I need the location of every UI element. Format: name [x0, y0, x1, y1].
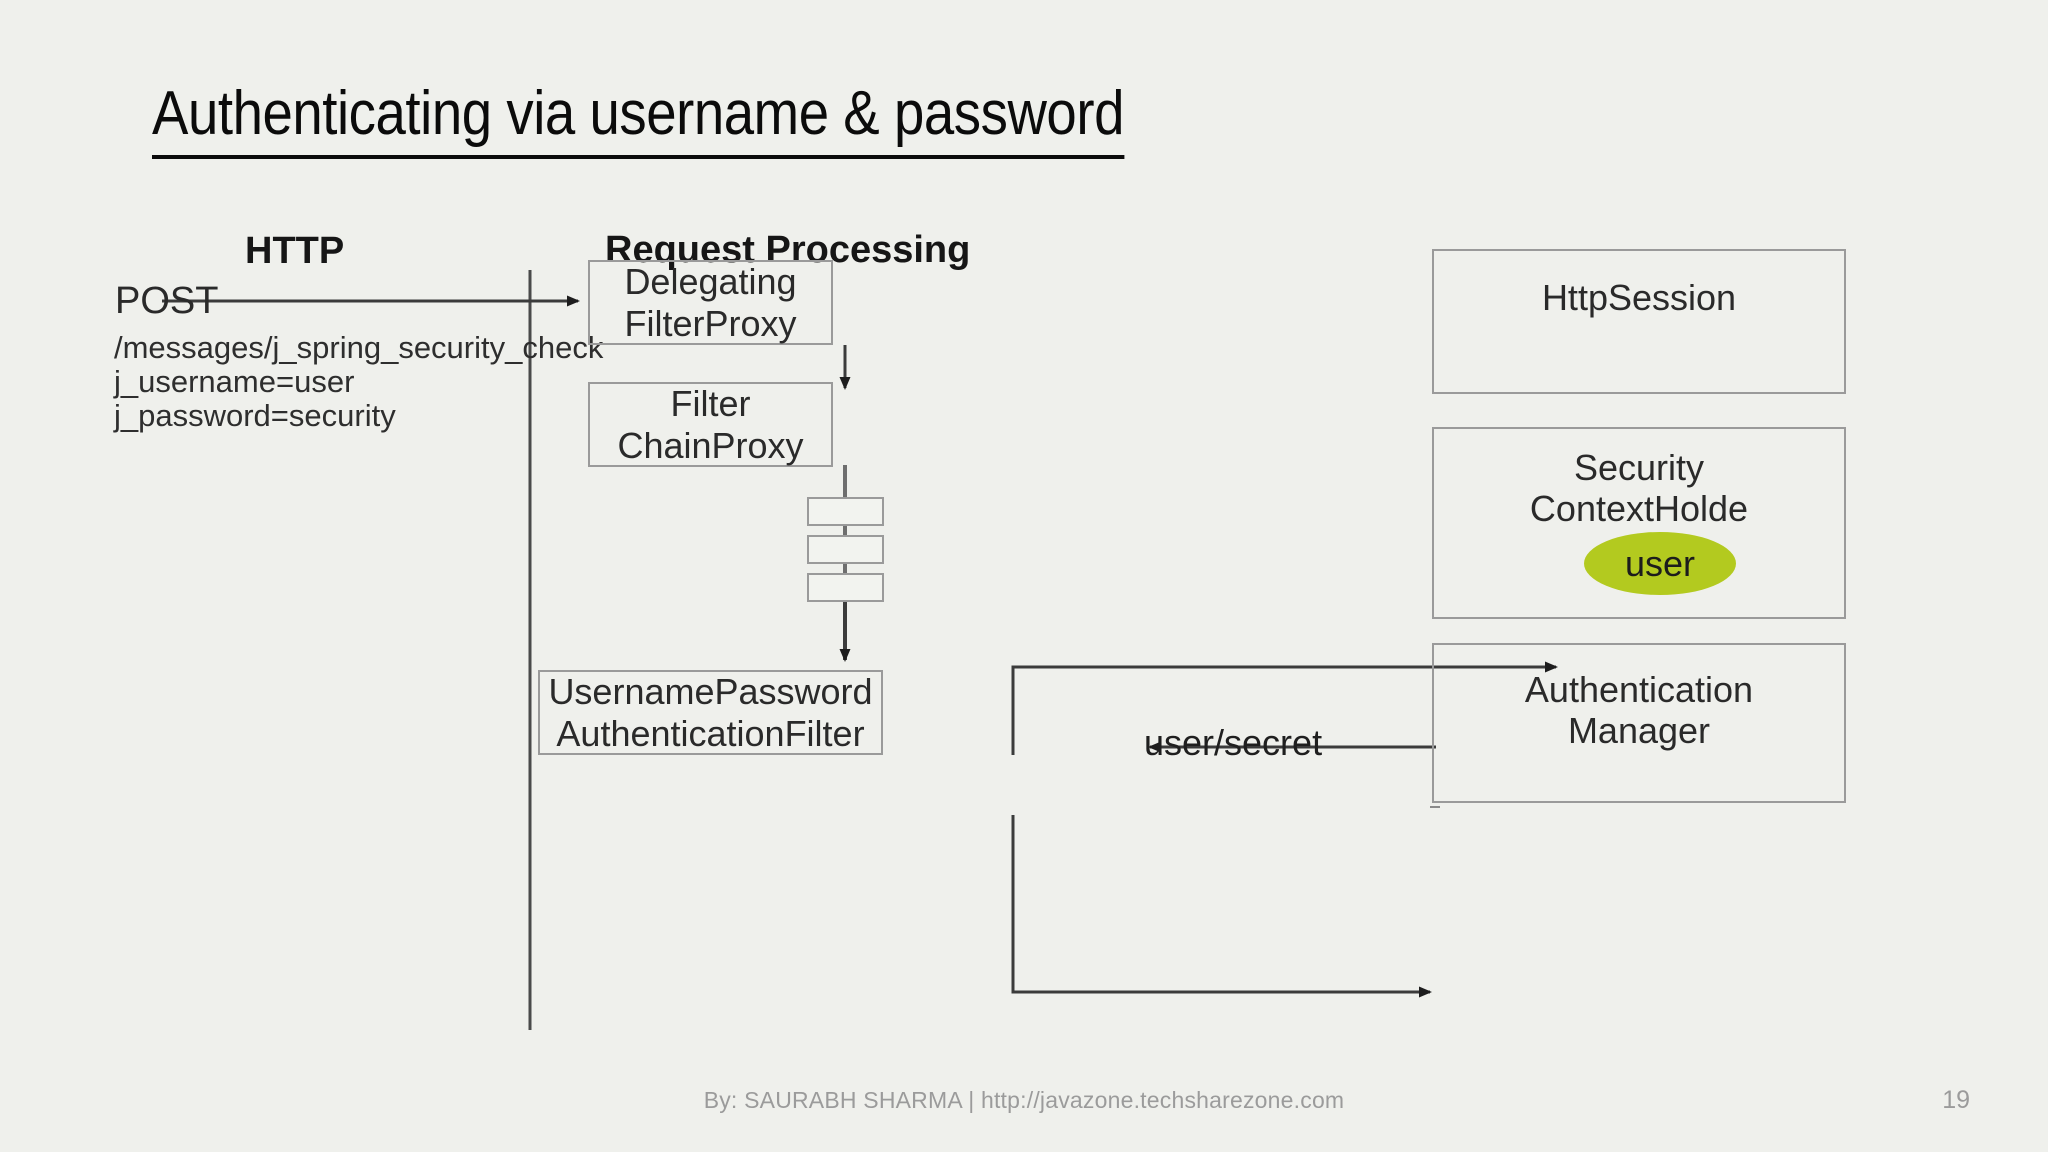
box-am-line1: Authentication — [1524, 669, 1754, 710]
box-security-context-holder-label: Security ContextHolde — [1530, 447, 1748, 529]
page-title: Authenticating via username & password — [152, 78, 1124, 159]
box-delegating-filter-proxy[interactable]: Delegating FilterProxy — [588, 260, 833, 345]
page-number: 19 — [1942, 1086, 1970, 1114]
box-delegating-filter-proxy-label: Delegating FilterProxy — [624, 261, 796, 343]
box-http-session-label: HttpSession — [1541, 277, 1737, 318]
filter-chain-segment-1 — [807, 497, 884, 526]
arrow-credentials-to-auth-manager — [1011, 815, 1432, 998]
box-authentication-manager[interactable]: Authentication Manager — [1432, 643, 1846, 803]
diagram-background — [140, 235, 1900, 1050]
user-token-ellipse[interactable]: user — [1584, 532, 1736, 595]
page-title-text: Authenticating via username & password — [152, 78, 1124, 159]
box-sch-line2: ContextHolde — [1529, 488, 1749, 530]
box-upaf-line2: AuthenticationFilter — [556, 712, 865, 754]
column-header-http: HTTP — [245, 230, 345, 272]
authentication-flow-diagram: HTTP Request Processing POST /messages/j… — [114, 229, 1900, 1050]
box-am-line2: Manager — [1567, 710, 1711, 752]
box-http-session[interactable]: HttpSession — [1432, 249, 1846, 394]
box-username-password-authentication-filter-label: UsernamePassword AuthenticationFilter — [548, 671, 872, 753]
box-filter-chain-proxy[interactable]: Filter ChainProxy — [588, 382, 833, 467]
request-param-username: j_username=user — [114, 364, 355, 399]
box-security-context-holder[interactable]: Security ContextHolde — [1432, 427, 1846, 619]
credentials-label: user/secret — [1144, 722, 1323, 763]
column-header-request-processing: Request Processing — [605, 229, 971, 271]
request-path: /messages/j_spring_security_check — [114, 330, 604, 365]
diagram-connectors — [162, 270, 1558, 1030]
box-filter-chain-proxy-line1: Filter — [670, 383, 751, 425]
box-username-password-authentication-filter[interactable]: UsernamePassword AuthenticationFilter — [538, 670, 883, 755]
filter-chain-segment-2 — [807, 535, 884, 564]
box-sch-line1: Security — [1573, 447, 1705, 488]
box-filter-chain-proxy-label: Filter ChainProxy — [617, 383, 803, 465]
filter-chain-segment-3 — [807, 573, 884, 602]
box-filter-chain-proxy-line2: ChainProxy — [617, 424, 804, 466]
box-upaf-line1: UsernamePassword — [548, 671, 873, 713]
box-authentication-manager-label: Authentication Manager — [1525, 669, 1753, 751]
box-delegating-filter-proxy-line2: FilterProxy — [624, 302, 797, 344]
arrow-auth-filter-to-security-context — [1011, 661, 1558, 755]
request-method: POST — [115, 280, 219, 322]
request-param-password: j_password=security — [114, 398, 396, 433]
footer-credit: By: SAURABH SHARMA | http://javazone.tec… — [703, 1087, 1345, 1113]
box-delegating-filter-proxy-line1: Delegating — [624, 261, 797, 303]
